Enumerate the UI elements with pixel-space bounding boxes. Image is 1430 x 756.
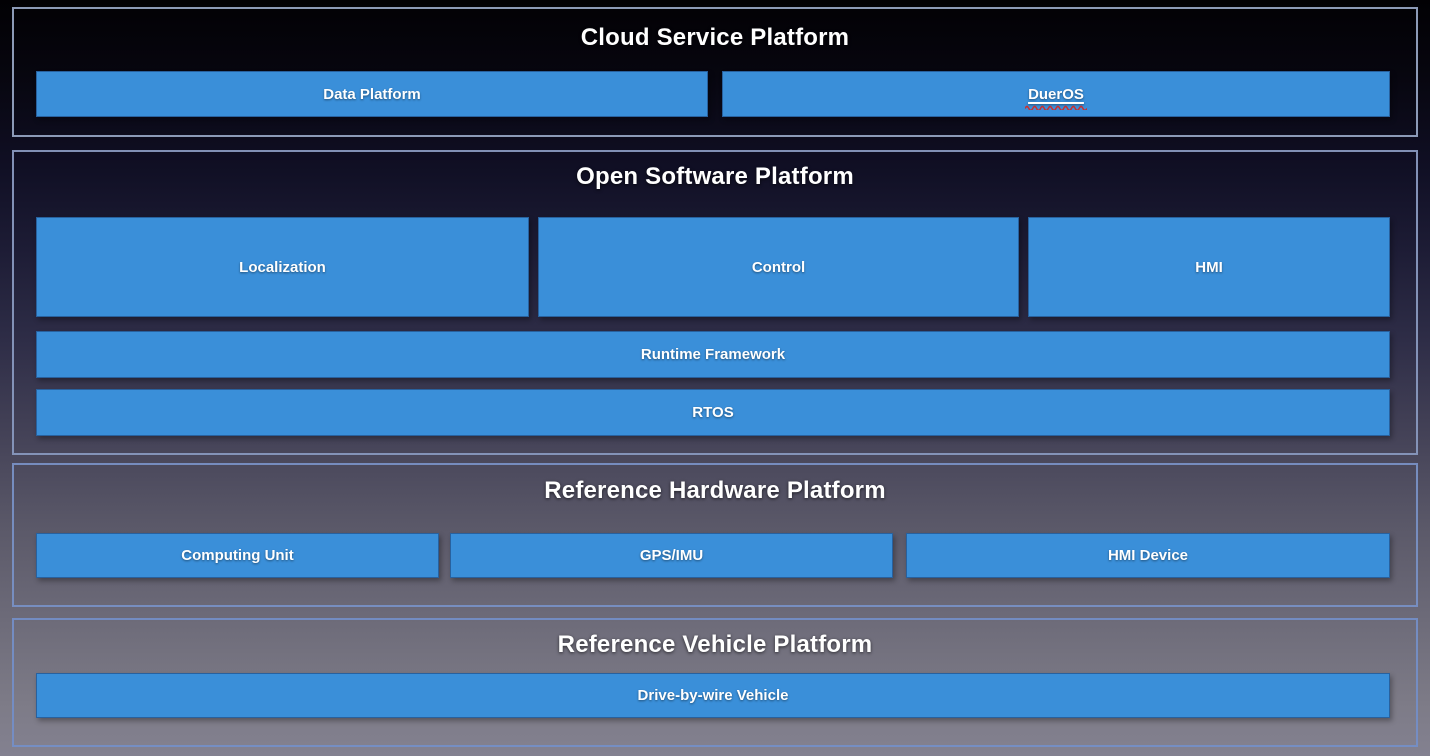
section-title-software: Open Software Platform	[576, 163, 854, 190]
box-hmi-device: HMI Device	[906, 533, 1390, 578]
box-label-drive-by-wire: Drive-by-wire Vehicle	[637, 687, 789, 704]
box-label-hmi: HMI	[1195, 258, 1223, 276]
section-open-software-platform: Open Software Platform Localization Cont…	[12, 150, 1418, 455]
box-label-runtime-framework: Runtime Framework	[640, 346, 786, 363]
box-dueros: DuerOS	[722, 71, 1390, 117]
box-localization: Localization	[36, 217, 529, 317]
section-reference-vehicle-platform: Reference Vehicle Platform Drive-by-wire…	[12, 618, 1418, 747]
box-label-data-platform: Data Platform	[323, 85, 421, 103]
box-hmi: HMI	[1028, 217, 1390, 317]
box-label-gps-imu: GPS/IMU	[639, 547, 704, 564]
section-cloud-service-platform: Cloud Service Platform Data Platform Due…	[12, 7, 1418, 137]
box-computing-unit: Computing Unit	[36, 533, 439, 578]
section-title-hardware: Reference Hardware Platform	[544, 477, 886, 504]
box-rtos: RTOS	[36, 389, 1390, 436]
section-reference-hardware-platform: Reference Hardware Platform Computing Un…	[12, 463, 1418, 607]
box-label-computing-unit: Computing Unit	[181, 547, 294, 564]
box-label-control: Control	[751, 258, 806, 276]
box-label-rtos: RTOS	[692, 404, 734, 421]
box-gps-imu: GPS/IMU	[450, 533, 893, 578]
section-title-vehicle: Reference Vehicle Platform	[557, 631, 873, 658]
section-title-cloud: Cloud Service Platform	[580, 24, 850, 51]
box-label-dueros: DuerOS	[1025, 85, 1087, 110]
box-control: Control	[538, 217, 1019, 317]
box-label-hmi-device: HMI Device	[1107, 547, 1189, 564]
spellcheck-squiggle-underline	[1025, 105, 1087, 110]
box-drive-by-wire-vehicle: Drive-by-wire Vehicle	[36, 673, 1390, 718]
box-runtime-framework: Runtime Framework	[36, 331, 1390, 378]
dueros-text: DuerOS	[1028, 85, 1084, 103]
box-data-platform: Data Platform	[36, 71, 708, 117]
box-label-localization: Localization	[239, 258, 326, 276]
